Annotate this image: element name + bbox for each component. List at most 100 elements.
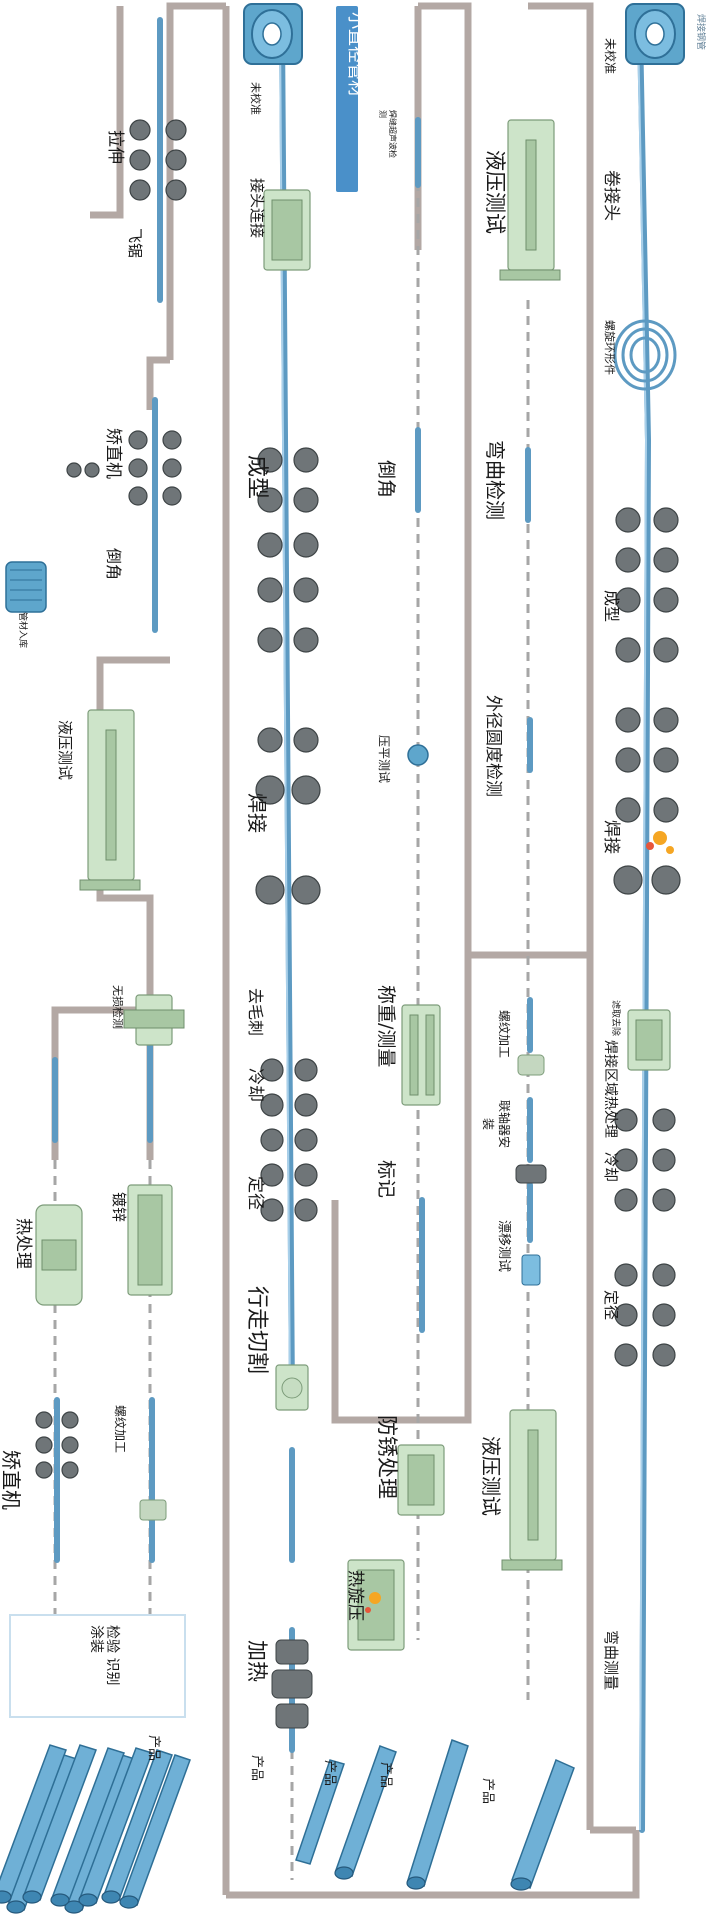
- heating-coils: [271, 1639, 313, 1729]
- label-l5-straight-a: 矫直机: [103, 428, 123, 479]
- pipes: [52, 17, 652, 1833]
- rollers: [35, 119, 681, 1479]
- label-l5-hydro: 液压测试: [56, 720, 74, 780]
- rollers-lane5-store: [66, 462, 100, 478]
- label-l4-product: 产品: [249, 1755, 264, 1781]
- labels-lane2: 液压测试 弯曲检测 外径圆度检测 螺纹加工 联轴器安 装 漂移测试 液压测试 产…: [479, 150, 512, 1804]
- label-l5-saw: 飞锯: [126, 228, 144, 258]
- label-l2-coupling-b: 装: [481, 1118, 495, 1130]
- label-l3-mark: 标记: [375, 1160, 397, 1198]
- label-l1-bend: 弯曲测量: [602, 1630, 620, 1690]
- label-l1-welding: 焊接: [601, 820, 621, 854]
- label-l5-product: 产品: [146, 1735, 161, 1761]
- route-lane4-top-right: [166, 2, 226, 360]
- label-l5-chamfer: 倒角: [104, 548, 123, 580]
- hydro-tester-b: [501, 1409, 563, 1571]
- product-lane5-b: [50, 1747, 153, 1914]
- corner-note: 焊接钢管: [695, 14, 707, 50]
- threading-lane5: [139, 1499, 167, 1521]
- label-l4-heating: 加热: [245, 1640, 269, 1682]
- product-lane5-a: [0, 1744, 97, 1914]
- route-lane5-top: [90, 6, 124, 219]
- labels-lane1: 未校准 卷接头 螺旋环形件 成型 焊接 滤取去除 焊接区域热处理 冷却 定径 弯…: [601, 38, 622, 1690]
- label-l2-od: 外径圆度检测: [483, 695, 503, 797]
- machines: [9, 119, 674, 1729]
- label-l3-ut-b: 测: [378, 110, 387, 118]
- route-lane2: [528, 2, 594, 1830]
- label-l2-bend: 弯曲检测: [483, 440, 507, 520]
- pipe-lane1: [637, 27, 652, 1833]
- label-l5-straight-b: 矫直机: [0, 1450, 23, 1510]
- rollers-lane4-forming: [255, 447, 321, 905]
- label-l3-antirust: 防锈处理: [375, 1415, 399, 1499]
- label-l4-cooling: 冷却: [245, 1068, 265, 1102]
- label-l2-hydro-b: 液压测试: [479, 1436, 503, 1516]
- label-l1-spiral: 螺旋环形件: [603, 320, 617, 375]
- label-l5-thread: 螺纹加工: [113, 1405, 127, 1453]
- label-l4-cut: 行走切割: [244, 1286, 269, 1374]
- hydro-tester-a: [499, 119, 561, 281]
- product-lane3-b: [334, 1745, 397, 1880]
- pipe-lane4: [279, 27, 295, 1403]
- ndt-machine: [123, 994, 185, 1046]
- label-l1-sizing: 定径: [602, 1290, 620, 1320]
- label-l1-cooling: 冷却: [602, 1152, 620, 1182]
- spiral-accumulator: [613, 319, 677, 391]
- label-l3-chamfer: 倒角: [375, 460, 397, 498]
- label-l5-stretch: 拉伸: [105, 130, 125, 164]
- label-l1-coil-joint: 卷接头: [601, 170, 621, 221]
- label-l2-coupling-a: 联轴器安: [497, 1100, 512, 1148]
- welding-sparks-lane1: [646, 831, 674, 854]
- labels-lane5: 拉伸 飞锯 矫直机 倒角 管材入库 液压测试 无损检测 镀锌 热处理 螺纹加工 …: [0, 130, 161, 1761]
- rollers-lane5-straighten: [128, 430, 182, 506]
- section-title-badge: 小直径管材: [336, 6, 365, 192]
- heat-treatment-furnace: [35, 1204, 83, 1306]
- section-title: 小直径管材: [345, 12, 365, 97]
- labels-lane3: 焊缝超声波检 测 倒角 压平测试 称重/测量 标记 防锈处理 热旋压 产品 产品: [322, 110, 399, 1788]
- weighing-machine: [401, 1004, 441, 1106]
- route-lane5-mid: [146, 356, 170, 410]
- route-link-3-4: [331, 955, 472, 1424]
- route-lane4-bottom: [226, 1830, 640, 1899]
- rollers-lane5-stretch: [129, 119, 187, 201]
- label-l2-hydro-a: 液压测试: [483, 150, 507, 234]
- product-lane5-c: [101, 1749, 191, 1909]
- label-l5-inspect-b: 涂装: [88, 1625, 104, 1653]
- label-l3-hotspin: 热旋压: [345, 1570, 365, 1621]
- label-l1-scrape: 滤取去除: [610, 1000, 622, 1036]
- label-l5-ndt: 无损检测: [111, 985, 125, 1029]
- hot-spin-machine: [347, 1559, 405, 1651]
- label-l2-drift: 漂移测试: [496, 1220, 512, 1272]
- label-l4-welding: 焊接: [245, 793, 269, 833]
- label-l4-forming: 成型: [244, 455, 269, 499]
- label-l1-uncal: 未校准: [603, 38, 618, 74]
- label-l5-inspect-a: 检验 识别: [104, 1625, 120, 1685]
- flatten-tester: [407, 744, 429, 766]
- rollers-lane5-straighten2: [35, 1411, 79, 1479]
- label-l3-ut-a: 焊缝超声波检: [388, 110, 398, 158]
- cutting-machine: [275, 1364, 309, 1411]
- product-lane3-a: [406, 1739, 469, 1890]
- product-lane2: [510, 1758, 575, 1891]
- label-l1-heat-zone: 焊接区域热处理: [602, 1040, 619, 1138]
- joint-machine-lane4: [263, 189, 311, 271]
- labels-lane4: 未校准 接头连接 成型 焊接 去毛刺 冷却 定径 行走切割 加热 产品: [244, 82, 269, 1781]
- label-l2-thread: 螺纹加工: [497, 1010, 511, 1058]
- products: [0, 1739, 575, 1914]
- label-l3-product-a: 产品: [378, 1762, 393, 1788]
- hydro-tester-lane5: [79, 709, 141, 891]
- product-lane4: [295, 1759, 345, 1865]
- heat-treat-lane1: [627, 1009, 671, 1071]
- label-l5-galv: 镀锌: [110, 1192, 128, 1222]
- label-l3-product-b: 产品: [322, 1760, 337, 1786]
- label-l1-forming: 成型: [602, 590, 621, 622]
- antirust-unit: [397, 1444, 445, 1516]
- label-l4-uncal: 未校准: [249, 82, 263, 115]
- label-l4-joint: 接头连接: [248, 178, 266, 238]
- label-l5-store: 管材入库: [17, 612, 29, 648]
- rollers-lane4-sizing: [260, 1058, 318, 1222]
- inspection-frame: [9, 1614, 186, 1718]
- label-l4-deburr: 去毛刺: [246, 988, 265, 1036]
- label-l2-product: 产品: [480, 1778, 495, 1804]
